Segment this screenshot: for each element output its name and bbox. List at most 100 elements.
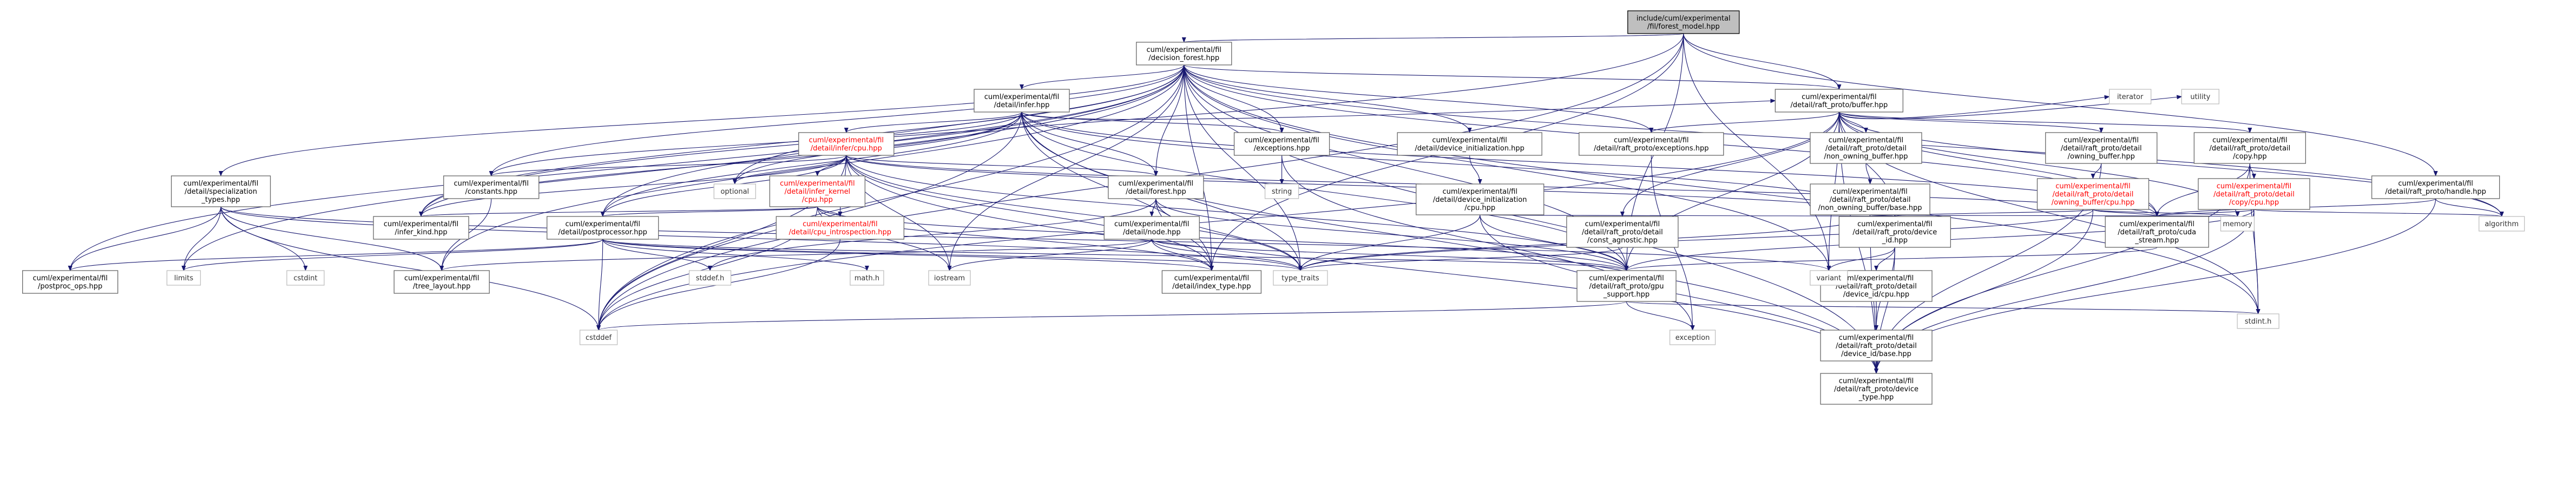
node-label-line: cuml/experimental/fil: [2055, 182, 2130, 190]
edge-spec-types-to-sys-cstddef: [220, 206, 601, 331]
node-device-id[interactable]: cuml/experimental/fil/detail/raft_proto/…: [1838, 216, 1951, 248]
node-box: [2198, 178, 2310, 210]
node-box: [1108, 175, 1204, 199]
edge-path: [489, 111, 1022, 176]
edge-node-to-sys-iostream: [947, 239, 1152, 271]
edge-infer-to-infer-cpu: [844, 111, 1022, 133]
edge-path: [1620, 111, 1839, 217]
node-box: [1775, 89, 1904, 113]
node-infer-kernel-cpu[interactable]: cuml/experimental/fil/detail/infer_kerne…: [769, 175, 866, 207]
node-sys-variant: variant: [1810, 270, 1848, 286]
edge-path: [1021, 111, 1878, 374]
node-index-type[interactable]: cuml/experimental/fil/detail/index_type.…: [1161, 270, 1262, 294]
node-forest[interactable]: cuml/experimental/fil/detail/forest.hpp: [1108, 175, 1204, 199]
edge-forest-to-sys-stddefh: [708, 198, 1156, 271]
node-box: [1838, 216, 1951, 248]
node-owning-cpu[interactable]: cuml/experimental/fil/detail/raft_proto/…: [2036, 178, 2150, 210]
node-box: [1576, 270, 1677, 302]
edge-decision-forest-to-sys-variant: [1184, 64, 1831, 271]
edge-infer-to-forest: [1021, 111, 1158, 176]
node-device-type[interactable]: cuml/experimental/fil/detail/raft_proto/…: [1820, 373, 1933, 405]
node-copy-cpu[interactable]: cuml/experimental/fil/detail/raft_proto/…: [2198, 178, 2310, 210]
node-device-id-base[interactable]: cuml/experimental/fil/detail/raft_proto/…: [1820, 330, 1933, 361]
node-dev-init[interactable]: cuml/experimental/fil/detail/device_init…: [1397, 132, 1542, 156]
node-label-line: cuml/experimental/fil: [1802, 93, 1876, 101]
node-label-line: variant: [1816, 274, 1841, 282]
node-spec-types[interactable]: cuml/experimental/fil/detail/specializat…: [170, 175, 271, 207]
edge-path: [602, 239, 1628, 271]
edge-dev-init-to-dev-init-cpu: [1469, 155, 1482, 185]
node-cpu-introspection[interactable]: cuml/experimental/fil/detail/cpu_introsp…: [776, 216, 904, 240]
node-label-line: /detail/raft_proto/exceptions.hpp: [1594, 144, 1708, 153]
edge-path: [2154, 209, 2255, 217]
edge-decision-forest-to-forest: [1153, 64, 1185, 176]
edge-path: [947, 239, 1152, 271]
edge-path: [181, 206, 221, 271]
node-label-line: string: [1272, 188, 1292, 196]
edge-handle-to-sys-algorithm: [2435, 198, 2504, 217]
node-box: [547, 216, 659, 240]
nodes-layer: include/cuml/experimental/fil/forest_mod…: [22, 10, 2525, 405]
node-postproc-ops[interactable]: cuml/experimental/fil/postproc_ops.hpp: [22, 270, 119, 294]
node-infer-kind[interactable]: cuml/experimental/fil/infer_kind.hpp: [373, 216, 469, 240]
node-label-line: /detail/postprocessor.hpp: [558, 228, 647, 236]
edge-path: [220, 206, 601, 331]
node-label-line: cuml/experimental/fil: [1174, 274, 1249, 282]
node-postprocessor[interactable]: cuml/experimental/fil/detail/postprocess…: [547, 216, 659, 240]
node-box: [1397, 132, 1542, 156]
node-label-line: cuml/experimental/fil: [404, 274, 479, 282]
edge-path: [1184, 64, 1831, 271]
node-raft-buffer[interactable]: cuml/experimental/fil/detail/raft_proto/…: [1775, 89, 1904, 113]
node-label-line: /detail/raft_proto/buffer.hpp: [1790, 101, 1888, 109]
node-label-line: cuml/experimental/fil: [1839, 274, 1914, 282]
node-box: [776, 216, 904, 240]
node-sys-iterator: iterator: [2109, 89, 2152, 104]
edge-raft-buffer-to-sys-algorithm: [1838, 111, 2504, 217]
node-handle[interactable]: cuml/experimental/fil/detail/raft_proto/…: [2371, 175, 2500, 199]
node-copy[interactable]: cuml/experimental/fil/detail/raft_proto/…: [2193, 132, 2306, 164]
node-rp-exceptions[interactable]: cuml/experimental/fil/detail/raft_proto/…: [1579, 132, 1724, 156]
node-non-owning[interactable]: cuml/experimental/fil/detail/raft_proto/…: [1810, 132, 1922, 164]
edge-postprocessor-to-sys-mathh: [602, 239, 869, 271]
edge-dev-init-cpu-to-gpu-support: [1480, 214, 1629, 271]
node-const-agnostic[interactable]: cuml/experimental/fil/detail/raft_proto/…: [1566, 216, 1679, 248]
edge-path: [1838, 95, 2183, 120]
node-label-line: cuml/experimental/fil: [2398, 180, 2473, 188]
node-node[interactable]: cuml/experimental/fil/detail/node.hpp: [1103, 216, 1200, 240]
node-box: [1820, 330, 1933, 361]
node-constants[interactable]: cuml/experimental/fil/constants.hpp: [443, 175, 540, 199]
node-box: [2479, 216, 2525, 232]
node-gpu-support[interactable]: cuml/experimental/fil/detail/raft_proto/…: [1576, 270, 1677, 302]
node-label-line: /detail/specialization: [185, 188, 257, 196]
edge-path: [1838, 111, 2504, 217]
node-tree-layout[interactable]: cuml/experimental/fil/tree_layout.hpp: [393, 270, 490, 294]
node-cuda-stream[interactable]: cuml/experimental/fil/detail/raft_proto/…: [2105, 216, 2209, 248]
node-label-line: limits: [174, 274, 194, 282]
node-owning-buffer[interactable]: cuml/experimental/fil/detail/raft_proto/…: [2045, 132, 2158, 164]
edge-path: [600, 111, 1022, 217]
node-root[interactable]: include/cuml/experimental/fil/forest_mod…: [1627, 10, 1740, 34]
node-label-line: cuml/experimental/fil: [1839, 377, 1914, 385]
node-label-line: cuml/experimental/fil: [32, 274, 107, 282]
node-box: [2036, 178, 2150, 210]
edge-path: [1021, 98, 1776, 120]
edge-path: [1626, 301, 2260, 314]
edge-decision-forest-to-rp-exceptions: [1184, 64, 1654, 133]
edge-path: [846, 155, 1214, 271]
node-infer[interactable]: cuml/experimental/fil/detail/infer.hpp: [974, 89, 1070, 113]
node-non-owning-base[interactable]: cuml/experimental/fil/detail/raft_proto/…: [1810, 183, 1930, 215]
node-decision-forest[interactable]: cuml/experimental/fil/decision_forest.hp…: [1136, 42, 1232, 65]
edge-path: [219, 64, 1185, 176]
edge-path: [2092, 209, 2240, 217]
node-label-line: /detail/raft_proto/device: [1852, 228, 1937, 236]
node-dev-init-cpu[interactable]: cuml/experimental/fil/detail/device_init…: [1416, 183, 1545, 215]
node-box: [443, 175, 540, 199]
edge-cuda-stream-to-gpu-support: [1624, 247, 2158, 271]
edge-decision-forest-to-index-type: [1184, 64, 1214, 271]
edge-path: [1182, 33, 1684, 43]
node-infer-cpu[interactable]: cuml/experimental/fil/detail/infer/cpu.h…: [798, 132, 895, 156]
node-exceptions[interactable]: cuml/experimental/fil/exceptions.hpp: [1233, 132, 1330, 156]
edge-path: [596, 64, 1185, 331]
node-box: [1136, 42, 1232, 65]
edge-path: [1683, 33, 1831, 271]
